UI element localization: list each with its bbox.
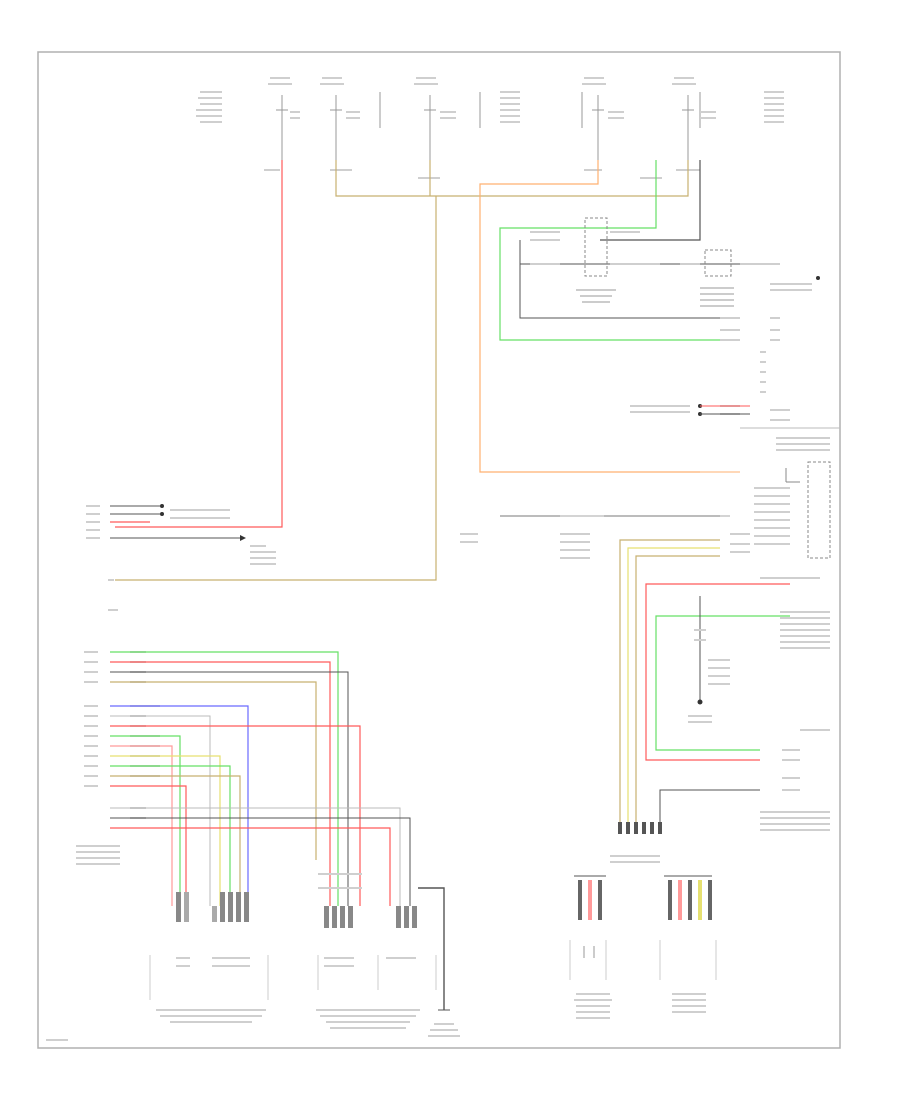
- diagram-frame: [37, 51, 841, 1049]
- top-fuse-3: [424, 92, 481, 160]
- right-lower-marks: [688, 629, 830, 831]
- top-fuse-2: [330, 92, 381, 160]
- wire-red-main: [115, 160, 283, 528]
- bottom-connector-group-2: [317, 873, 417, 990]
- bottom-right-group-2: [659, 875, 717, 980]
- wire-green-a: [499, 160, 740, 341]
- wire-tan-down: [115, 196, 437, 581]
- top-fuse-4: [581, 92, 604, 160]
- wire-tan-r3: [635, 555, 720, 822]
- steering-sensor-module: [785, 461, 831, 559]
- bottom-connector-group-3: [418, 887, 445, 1010]
- relay-left: [576, 217, 616, 303]
- right-connector-pins: [630, 317, 830, 451]
- left-harness-block: [76, 651, 411, 906]
- bottom-connector-group-1: [149, 892, 269, 1000]
- wire-black-r: [659, 789, 760, 822]
- wire-red-r: [645, 583, 790, 761]
- wire-green-r: [655, 615, 790, 751]
- wire-tan-r1: [619, 539, 720, 822]
- ground-point-right: [697, 699, 703, 705]
- wire-black-right: [600, 160, 701, 241]
- relay-right: [700, 249, 734, 307]
- relay-right-marks: [530, 231, 812, 291]
- bottom-right-marks: [574, 855, 706, 1019]
- wire-tan-r2: [627, 547, 720, 822]
- top-fuse-1: [276, 95, 288, 160]
- wire-tan-bus: [335, 160, 689, 197]
- steering-sensor-marks: [754, 487, 830, 649]
- wire-orange: [479, 160, 700, 473]
- bottom-right-connector-heads: [618, 822, 662, 834]
- right-connector-dots: [698, 276, 820, 416]
- bottom-label-marks: [46, 957, 460, 1041]
- top-label-marks: [196, 77, 784, 179]
- mid-right-marks: [460, 515, 750, 559]
- left-connector-block: [86, 504, 276, 611]
- wire-black-b: [519, 240, 740, 319]
- top-fuse-5: [682, 92, 701, 160]
- bottom-right-group-1: [569, 875, 607, 980]
